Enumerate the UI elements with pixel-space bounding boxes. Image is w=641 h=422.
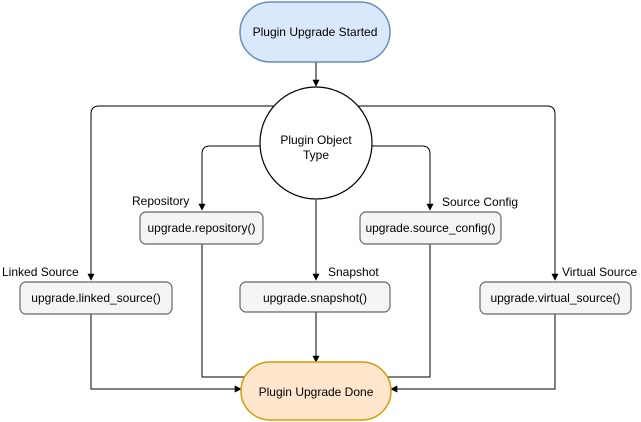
start-node: Plugin Upgrade Started (239, 1, 391, 63)
process-virtual-source-shape (479, 281, 632, 315)
process-repository-shape (139, 211, 264, 245)
edge-label-linked-source: Linked Source (2, 265, 79, 279)
edge-label-repository: Repository (132, 194, 189, 208)
edge-decision-to-repository (198, 145, 262, 211)
process-snapshot: upgrade.snapshot() (239, 281, 391, 313)
edge-label-virtual-source: Virtual Source (562, 265, 637, 279)
start-node-label: Plugin Upgrade Started (253, 25, 378, 39)
edge-decision-to-virtual-source (349, 105, 559, 281)
edge-linked-source-to-done (90, 314, 242, 393)
process-linked-source-shape (19, 281, 173, 315)
edge-decision-to-linked-source (87, 105, 283, 281)
process-repository-label: upgrade.repository() (147, 221, 255, 235)
process-linked-source: upgrade.linked_source() (19, 281, 173, 315)
edge-label-source-config: Source Config (442, 195, 518, 209)
process-source-config: upgrade.source_config() (359, 211, 502, 245)
process-virtual-source: upgrade.virtual_source() (479, 281, 632, 315)
edge-source-config-to-done (372, 244, 431, 381)
process-linked-source-label: upgrade.linked_source() (31, 291, 160, 305)
decision-node: Plugin Object Type (259, 86, 373, 200)
done-node: Plugin Upgrade Done (240, 361, 392, 421)
edge-repository-to-done (201, 244, 260, 381)
edge-label-snapshot: Snapshot (328, 265, 379, 279)
decision-node-shape (259, 86, 373, 200)
edge-decision-to-source-config (370, 145, 434, 211)
done-node-shape (240, 361, 392, 421)
process-snapshot-shape (239, 281, 391, 313)
process-source-config-label: upgrade.source_config() (365, 221, 495, 235)
process-snapshot-label: upgrade.snapshot() (263, 291, 367, 305)
edge-labels: Repository Source Config Linked Source S… (2, 194, 637, 279)
process-repository: upgrade.repository() (139, 211, 264, 245)
edges (87, 62, 559, 393)
done-node-label: Plugin Upgrade Done (259, 385, 374, 399)
process-source-config-shape (359, 211, 502, 245)
edge-virtual-source-to-done (390, 314, 556, 393)
decision-node-label-line1: Plugin Object (280, 133, 352, 147)
process-virtual-source-label: upgrade.virtual_source() (490, 291, 620, 305)
start-node-shape (239, 1, 391, 63)
decision-node-label-line2: Type (303, 148, 329, 162)
